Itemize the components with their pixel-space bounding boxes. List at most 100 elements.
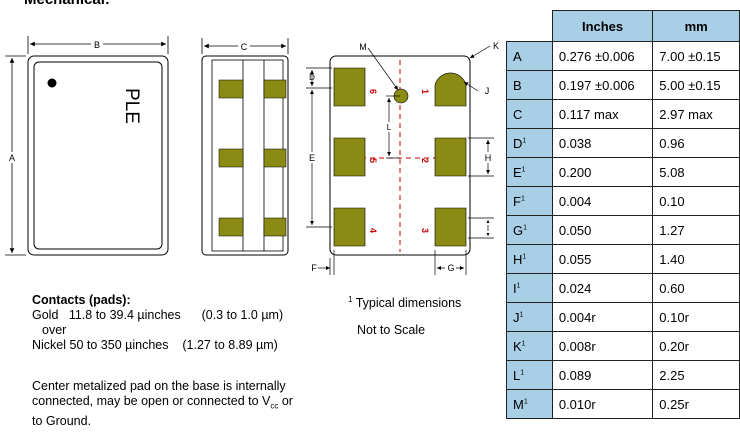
dim-label-g: G	[447, 263, 454, 273]
bottom-view: 1 2 3 4 5 6 D E F G H	[306, 41, 499, 275]
mm-cell: 2.97 max	[652, 99, 740, 129]
dim-label-h: H	[485, 153, 492, 163]
center-note-line2: connected, may be open or connected to V…	[32, 394, 293, 411]
row-label: I1	[506, 273, 553, 303]
footnote-text: Typical dimensions	[355, 296, 462, 311]
mm-cell: 2.25	[652, 360, 740, 390]
pin-number-5: 5	[368, 158, 378, 163]
row-label: L1	[506, 360, 553, 390]
bottom-pad-5	[333, 137, 366, 177]
row-label: B	[506, 70, 553, 100]
table-corner	[506, 10, 553, 42]
mm-cell: 0.96	[652, 128, 740, 158]
contacts-note: Contacts (pads): Gold 11.8 to 39.4 µinch…	[32, 293, 332, 353]
dim-label-a: A	[9, 153, 15, 163]
inches-cell: 0.117 max	[551, 99, 654, 129]
mm-cell: 1.27	[652, 215, 740, 245]
bottom-pad-4	[333, 207, 366, 247]
footnote-typical: 1 Typical dimensions	[348, 292, 461, 311]
bottom-pad-2	[434, 137, 467, 177]
bottom-pad-3	[434, 207, 467, 247]
mm-cell: 5.08	[652, 157, 740, 187]
scale-note: Not to Scale	[357, 323, 426, 337]
dim-label-l: L	[387, 123, 392, 132]
pin-number-4: 4	[368, 228, 378, 233]
vcc-subscript: cc	[270, 401, 279, 411]
gold-value: 11.8 to 39.4 µinches	[68, 308, 181, 322]
row-label: C	[506, 99, 553, 129]
bottom-pad-1	[434, 72, 467, 107]
inches-cell: 0.008r	[551, 331, 654, 361]
header-mm: mm	[652, 10, 740, 42]
inches-cell: 0.024	[551, 273, 654, 303]
row-label: G1	[506, 215, 553, 245]
section-heading: Mechanical:	[24, 0, 110, 8]
mechanical-drawing: PLE B A C	[5, 36, 499, 275]
row-label: D1	[506, 128, 553, 158]
over-row: over	[42, 323, 67, 337]
top-view: PLE B A	[5, 36, 169, 256]
nickel-value: 50 to 350 µinches	[69, 338, 169, 352]
inches-cell: 0.004r	[551, 302, 654, 332]
side-pad	[263, 79, 287, 99]
dim-label-i: I	[487, 224, 489, 233]
center-note-line1: Center metalized pad on the base is inte…	[32, 379, 286, 393]
dim-label-m: M	[359, 42, 367, 52]
inches-cell: 0.276 ±0.006	[551, 41, 654, 71]
gold-label: Gold	[32, 308, 59, 322]
mm-cell: 0.10	[652, 186, 740, 216]
inches-cell: 0.050	[551, 215, 654, 245]
pin1-dot	[47, 78, 57, 88]
side-pad	[218, 217, 244, 237]
inches-cell: 0.004	[551, 186, 654, 216]
inches-cell: 0.089	[551, 360, 654, 390]
row-label: A	[506, 41, 553, 71]
gold-row: Gold 11.8 to 39.4 µinches (0.3 to 1.0 µm…	[32, 308, 332, 323]
mm-cell: 0.25r	[652, 389, 740, 419]
inches-cell: 0.010r	[551, 389, 654, 419]
side-view: C	[201, 38, 289, 256]
footnote-marker: 1	[348, 295, 353, 304]
bottom-pad-6	[333, 67, 366, 107]
inches-cell: 0.055	[551, 244, 654, 274]
gold-metric: (0.3 to 1.0 µm)	[201, 308, 284, 322]
mm-cell: 0.20r	[652, 331, 740, 361]
row-label: M1	[506, 389, 553, 419]
dim-label-b: B	[94, 40, 100, 50]
contacts-title: Contacts (pads):	[32, 293, 131, 307]
mm-cell: 5.00 ±0.15	[652, 70, 740, 100]
row-label: H1	[506, 244, 553, 274]
brand-marking: PLE	[121, 88, 142, 124]
dim-label-f: F	[311, 263, 317, 273]
pin-number-6: 6	[368, 89, 378, 94]
dim-label-c: C	[241, 42, 248, 52]
mm-cell: 0.60	[652, 273, 740, 303]
inches-cell: 0.197 ±0.006	[551, 70, 654, 100]
side-pad	[263, 148, 287, 168]
row-label: F1	[506, 186, 553, 216]
row-label: K1	[506, 331, 553, 361]
row-label: E1	[506, 157, 553, 187]
nickel-label: Nickel	[32, 338, 67, 352]
dim-label-d: D	[309, 73, 315, 82]
inches-cell: 0.038	[551, 128, 654, 158]
nickel-row: Nickel 50 to 350 µinches (1.27 to 8.89 µ…	[32, 338, 332, 353]
side-pad	[218, 79, 244, 99]
side-pad	[263, 217, 287, 237]
mm-cell: 1.40	[652, 244, 740, 274]
pin-number-3: 3	[420, 228, 430, 233]
header-inches: Inches	[551, 10, 654, 42]
center-pad-note: Center metalized pad on the base is inte…	[32, 379, 332, 429]
dim-label-e: E	[309, 153, 315, 163]
